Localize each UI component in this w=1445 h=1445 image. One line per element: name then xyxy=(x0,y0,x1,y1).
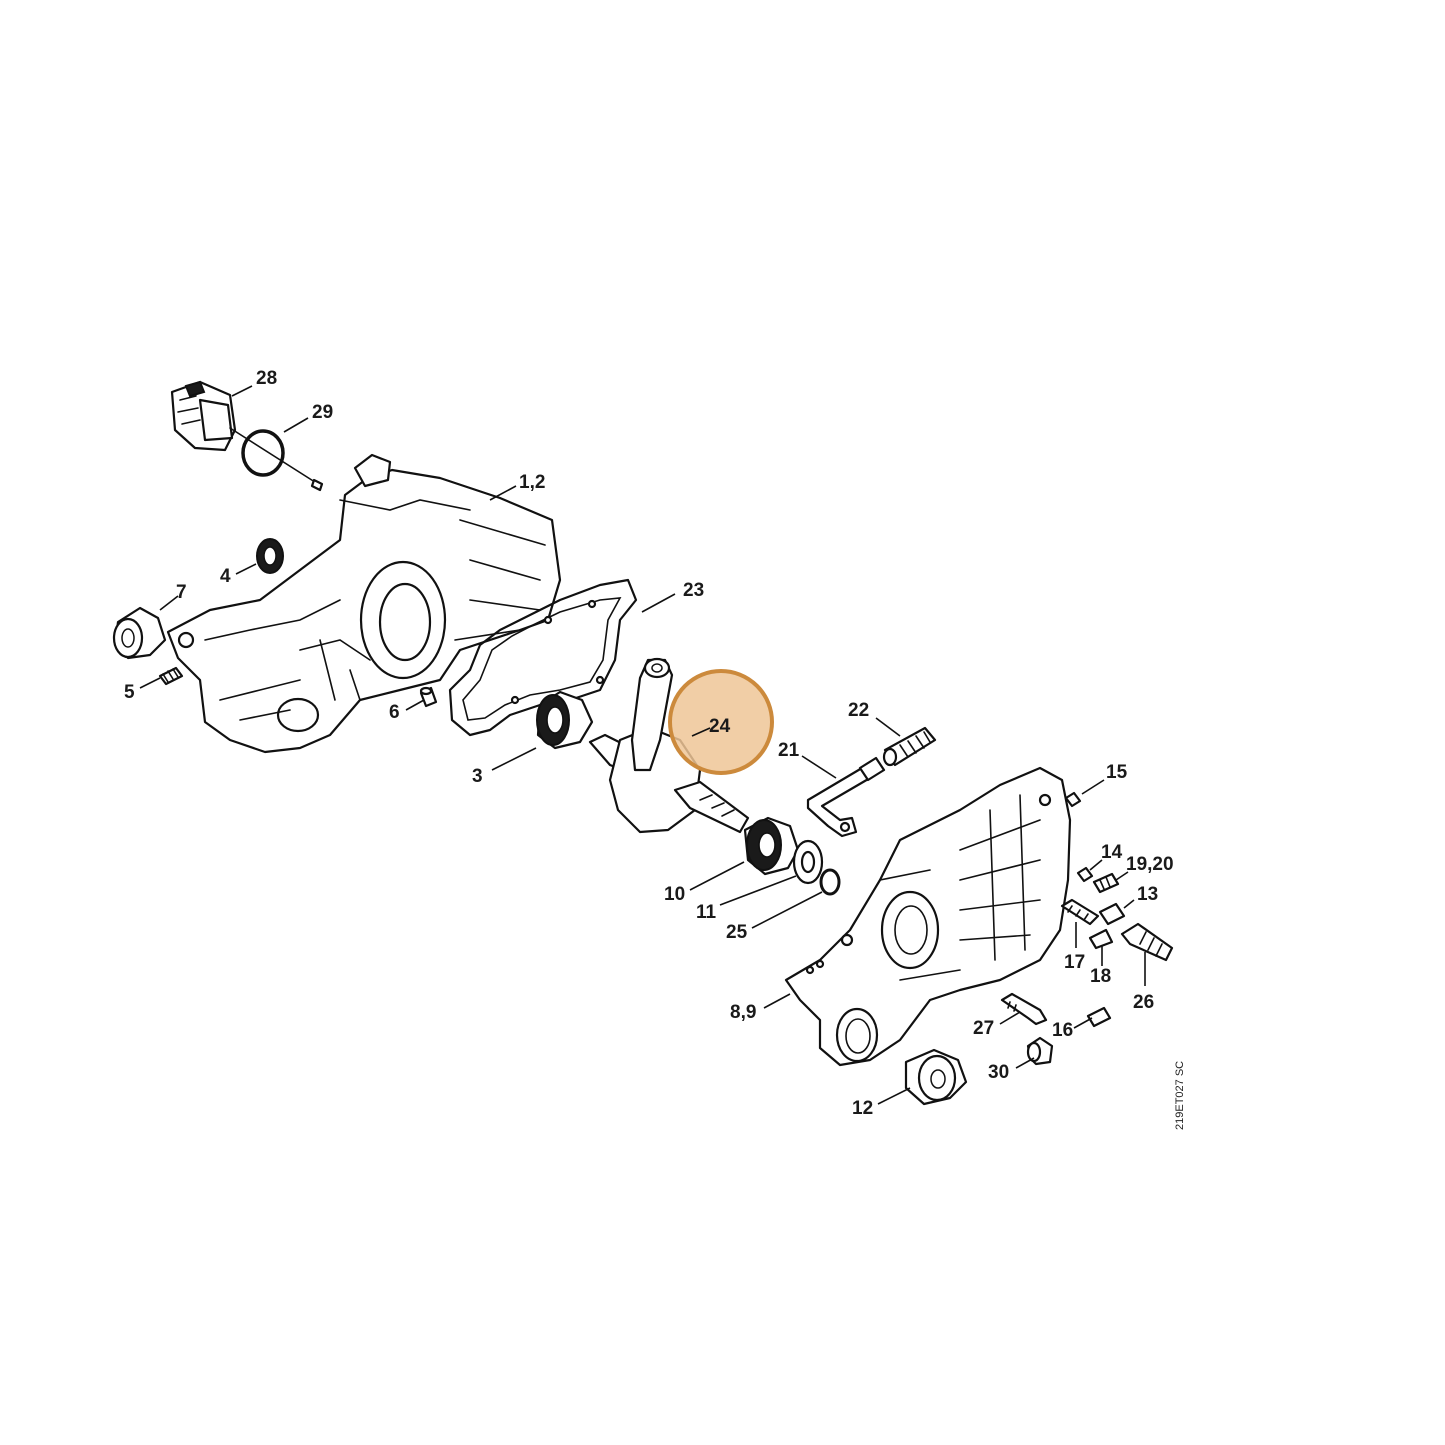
part-16-set-screw[interactable] xyxy=(1086,1006,1112,1028)
callout-22: 22 xyxy=(848,700,869,721)
callout-24: 24 xyxy=(709,716,731,737)
callout-19-20: 19,20 xyxy=(1126,854,1174,875)
callout-25: 25 xyxy=(726,922,748,943)
part-27-screw[interactable] xyxy=(1000,992,1048,1026)
callout-30: 30 xyxy=(988,1062,1009,1083)
callout-23: 23 xyxy=(683,580,704,601)
callout-5: 5 xyxy=(124,682,135,703)
part-12-annular-buffer[interactable] xyxy=(904,1048,968,1106)
callout-14: 14 xyxy=(1101,842,1123,863)
part-26-hose-nipple[interactable] xyxy=(1120,922,1174,962)
part-29-o-ring[interactable] xyxy=(241,429,285,477)
part-14-screw[interactable] xyxy=(1076,866,1094,883)
callout-15: 15 xyxy=(1106,762,1128,783)
callout-21: 21 xyxy=(778,740,800,761)
part-13-stud[interactable] xyxy=(1098,902,1126,926)
part-24-crankshaft[interactable] xyxy=(588,657,750,834)
part-30-plug[interactable] xyxy=(1026,1036,1054,1066)
part-21-rod[interactable] xyxy=(806,756,886,838)
callout-28: 28 xyxy=(256,368,277,389)
part-19-20-set-screw[interactable] xyxy=(1092,872,1120,894)
part-17-stud[interactable] xyxy=(1060,898,1100,926)
callout-13: 13 xyxy=(1137,884,1158,905)
callout-4: 4 xyxy=(220,566,231,587)
callout-labels: 28 29 1,2 4 7 23 5 6 3 24 22 21 15 14 19… xyxy=(124,368,1174,1119)
part-11-oil-seal[interactable] xyxy=(792,839,824,885)
callout-7: 7 xyxy=(176,582,187,603)
part-10-ball-bearing[interactable] xyxy=(743,816,800,876)
callout-17: 17 xyxy=(1064,952,1085,973)
callout-11: 11 xyxy=(696,902,717,923)
part-7-annular-buffer[interactable] xyxy=(112,606,167,660)
callout-27: 27 xyxy=(973,1018,994,1039)
callout-29: 29 xyxy=(312,402,333,423)
callout-12: 12 xyxy=(852,1098,873,1119)
leader-lines xyxy=(139,385,1146,1105)
part-15-screw[interactable] xyxy=(1064,791,1082,808)
part-4-oil-seal[interactable] xyxy=(256,538,284,574)
callout-1-2: 1,2 xyxy=(519,472,545,493)
part-1-2-crankcase-left[interactable] xyxy=(166,453,562,754)
part-5-stud[interactable] xyxy=(158,666,184,686)
callout-18: 18 xyxy=(1090,966,1111,987)
part-3-ball-bearing[interactable] xyxy=(536,690,594,750)
reference-code: 219ET027 SC xyxy=(1174,1061,1186,1130)
callout-26: 26 xyxy=(1133,992,1154,1013)
part-18-set-screw[interactable] xyxy=(1088,928,1114,950)
part-25-circlip[interactable] xyxy=(819,868,841,896)
part-28-oil-pump[interactable] xyxy=(170,380,324,492)
callout-10: 10 xyxy=(664,884,685,905)
callout-16: 16 xyxy=(1052,1020,1073,1041)
part-8-9-crankcase-right[interactable] xyxy=(784,766,1072,1067)
highlight-marker xyxy=(668,669,774,775)
callout-6: 6 xyxy=(389,702,400,723)
callout-8-9: 8,9 xyxy=(730,1002,756,1023)
callout-3: 3 xyxy=(472,766,483,787)
part-6-dowel-sleeve[interactable] xyxy=(419,686,438,708)
part-22-spring[interactable] xyxy=(882,726,937,767)
